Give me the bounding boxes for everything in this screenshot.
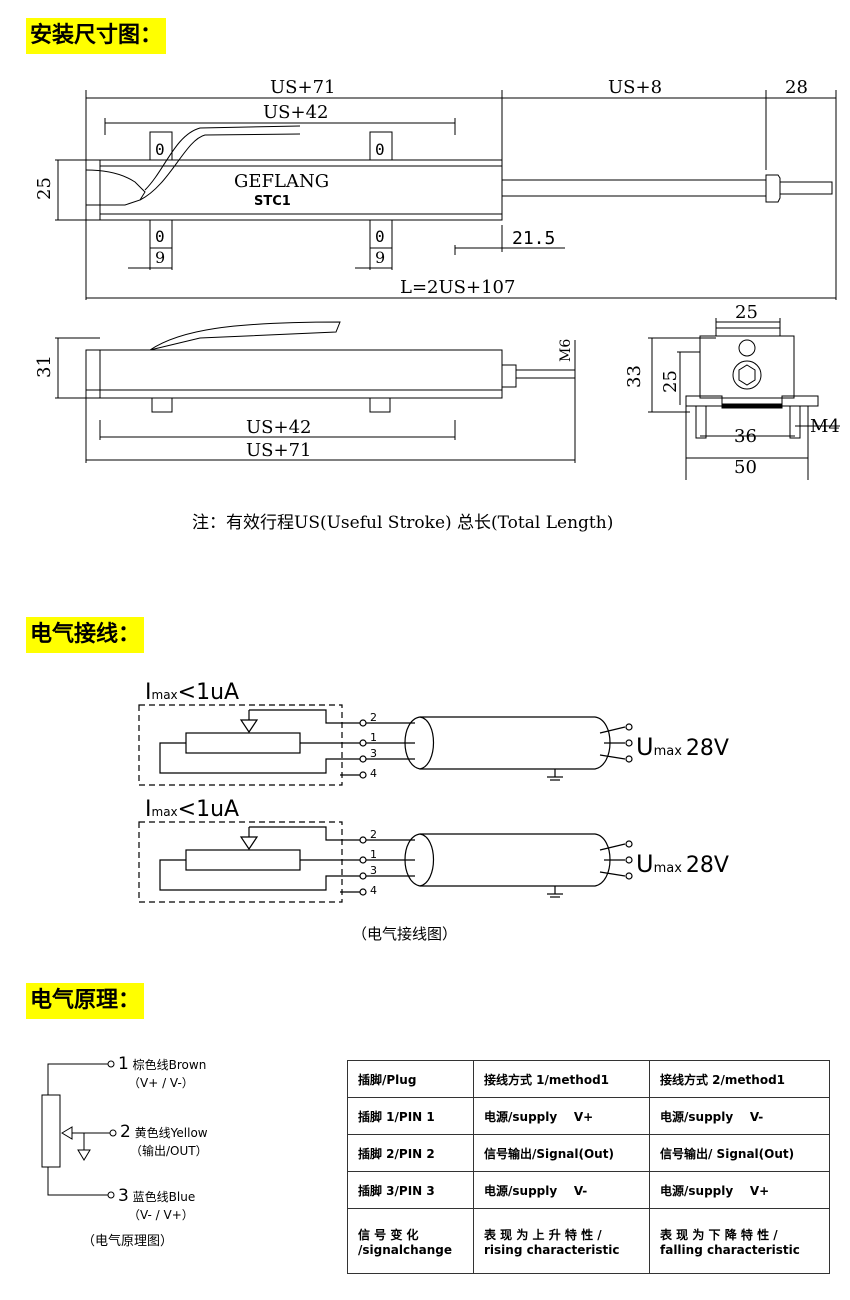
pin-label-1: 1 bbox=[370, 731, 377, 744]
pin-label-3: 3 bbox=[370, 747, 377, 760]
table-cell: 插脚 2/PIN 2 bbox=[347, 1134, 474, 1172]
dim-us71: US+71 bbox=[270, 77, 336, 98]
imax-label-2: Imax<1uA bbox=[145, 797, 239, 822]
table-cell: 插脚 1/PIN 1 bbox=[347, 1097, 474, 1135]
table-cell: 信号输出/ Signal(Out) bbox=[649, 1134, 830, 1172]
brand-label: GEFLANG bbox=[234, 171, 329, 192]
table-cell: 接线方式 2/method1 bbox=[649, 1060, 830, 1098]
table-row: 插脚 1/PIN 1 电源/supply V+ 电源/supply V- bbox=[347, 1097, 830, 1135]
dim-33: 33 bbox=[624, 365, 645, 388]
table-row: 插脚 2/PIN 2 信号输出/Signal(Out) 信号输出/ Signal… bbox=[347, 1134, 830, 1172]
pin-table: 插脚/Plug 接线方式 1/method1 接线方式 2/method1 插脚… bbox=[347, 1060, 830, 1274]
pin-label-4b: 4 bbox=[370, 884, 377, 897]
dim-us71-side: US+71 bbox=[246, 440, 312, 461]
table-cell: 插脚 3/PIN 3 bbox=[347, 1171, 474, 1209]
dim-28: 28 bbox=[785, 77, 808, 98]
table-row: 信 号 变 化 /signalchange 表 现 为 上 升 特 性 / ri… bbox=[347, 1208, 830, 1274]
table-row: 插脚/Plug 接线方式 1/method1 接线方式 2/method1 bbox=[347, 1060, 830, 1098]
pin-label-1b: 1 bbox=[370, 848, 377, 861]
table-cell: 插脚/Plug bbox=[347, 1060, 474, 1098]
principle-pin2: 2 黄色线Yellow （输出/OUT） bbox=[120, 1122, 208, 1158]
section-title-install: 安装尺寸图： bbox=[26, 18, 167, 54]
principle-pin1: 1 棕色线Brown （V+ / V-） bbox=[118, 1054, 207, 1090]
svg-text:0: 0 bbox=[155, 140, 165, 159]
dim-m4: M4 bbox=[810, 416, 840, 437]
principle-pin3: 3 蓝色线Blue （V- / V+） bbox=[118, 1186, 196, 1222]
principle-caption: （电气原理图） bbox=[82, 1234, 174, 1249]
table-cell: 电源/supply V- bbox=[473, 1171, 650, 1209]
svg-text:0: 0 bbox=[375, 227, 385, 246]
dim-36: 36 bbox=[734, 426, 757, 447]
dim-us42-top: US+42 bbox=[263, 102, 329, 123]
section-title-principle: 电气原理： bbox=[26, 983, 145, 1019]
svg-text:0: 0 bbox=[155, 227, 165, 246]
dim-25-end-top: 25 bbox=[735, 302, 758, 323]
table-cell: 电源/supply V+ bbox=[649, 1171, 830, 1209]
pin-label-2: 2 bbox=[370, 711, 377, 724]
table-cell: 表 现 为 下 降 特 性 / falling characteristic bbox=[649, 1208, 830, 1274]
pin-label-3b: 3 bbox=[370, 864, 377, 877]
dim-50: 50 bbox=[734, 457, 757, 478]
dim-25-end-side: 25 bbox=[660, 370, 681, 393]
installation-drawing: 0 0 0 0 bbox=[34, 77, 840, 480]
dim-us8: US+8 bbox=[608, 77, 662, 98]
install-note: 注：有效行程US(Useful Stroke) 总长(Total Length) bbox=[192, 513, 614, 533]
table-cell: 表 现 为 上 升 特 性 / rising characteristic bbox=[473, 1208, 650, 1274]
table-cell: 电源/supply V- bbox=[649, 1097, 830, 1135]
svg-text:0: 0 bbox=[375, 140, 385, 159]
pin-label-4: 4 bbox=[370, 767, 377, 780]
principle-diagram bbox=[41, 1060, 117, 1199]
pin-label-2b: 2 bbox=[370, 828, 377, 841]
imax-label: Imax<1uA bbox=[145, 680, 239, 705]
dim-25-top: 25 bbox=[34, 177, 55, 200]
dim-21-5: 21.5 bbox=[512, 228, 555, 249]
dim-9-right: 9 bbox=[375, 248, 385, 267]
table-cell: 电源/supply V+ bbox=[473, 1097, 650, 1135]
section-title-wiring: 电气接线： bbox=[26, 617, 145, 653]
dim-9-left: 9 bbox=[155, 248, 165, 267]
wiring-caption: （电气接线图） bbox=[352, 925, 458, 943]
dim-total-length: L=2US+107 bbox=[400, 277, 515, 298]
dim-m6: M6 bbox=[558, 339, 574, 362]
model-label: STC1 bbox=[254, 194, 291, 209]
table-cell: 信号输出/Signal(Out) bbox=[473, 1134, 650, 1172]
table-row: 插脚 3/PIN 3 电源/supply V- 电源/supply V+ bbox=[347, 1171, 830, 1209]
table-cell: 信 号 变 化 /signalchange bbox=[347, 1208, 474, 1274]
table-cell: 接线方式 1/method1 bbox=[473, 1060, 650, 1098]
dim-us42-side: US+42 bbox=[246, 417, 312, 438]
dim-31: 31 bbox=[34, 355, 55, 378]
